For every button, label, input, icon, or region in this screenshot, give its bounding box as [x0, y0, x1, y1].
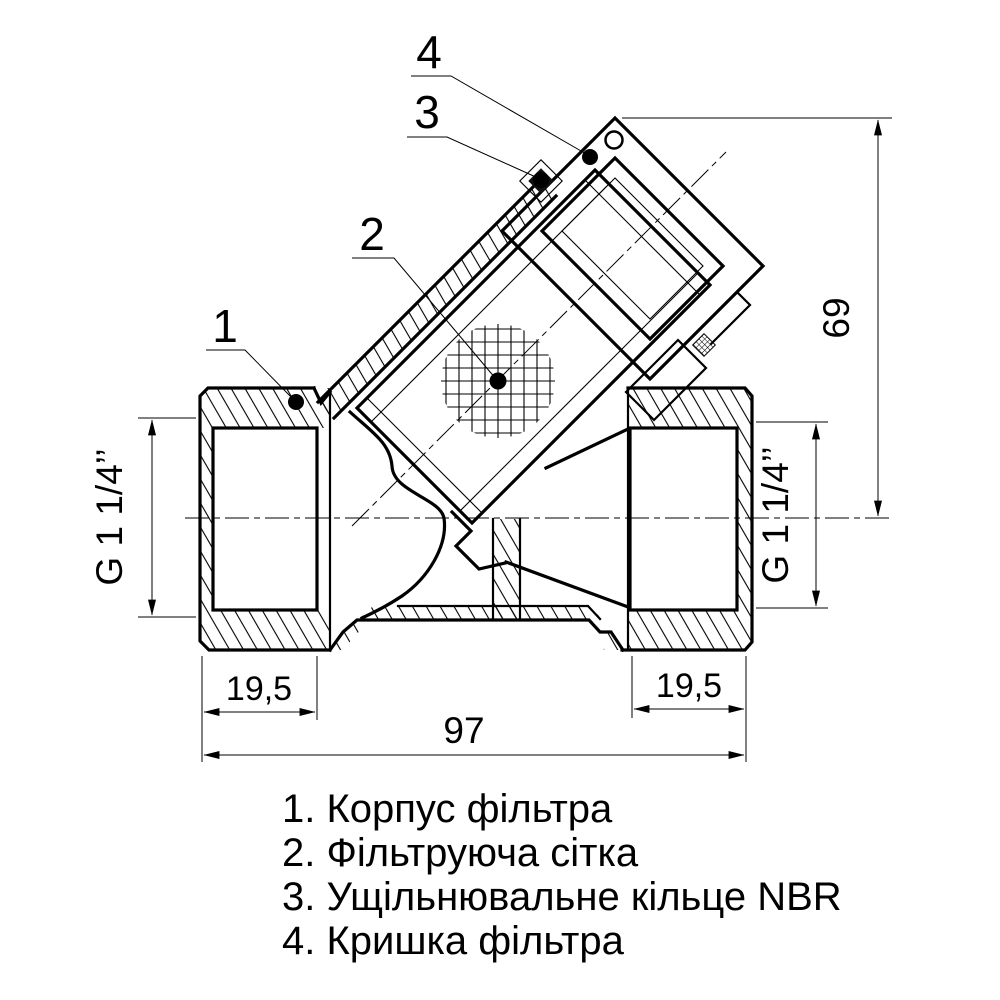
legend: 1. Корпус фільтра 2. Фільтруюча сітка 3.…	[282, 787, 842, 963]
callout-4-leader	[411, 75, 589, 156]
cartridge-outline	[354, 167, 713, 526]
legend-item-4: 4. Кришка фільтра	[282, 919, 625, 963]
dimension-port-right: 19,5	[631, 656, 747, 762]
dimension-thread-left: G 1 1/4’’	[89, 417, 196, 618]
dimension-port-left: 19,5	[201, 656, 318, 762]
branch-wall-outer	[315, 177, 543, 405]
central-step-right-hatch	[600, 632, 623, 650]
callout-3-dot	[533, 172, 549, 188]
filter-cap-outline	[499, 115, 766, 382]
filter-body	[198, 177, 754, 653]
filter-cap	[499, 115, 766, 382]
callout-3-number: 3	[414, 86, 440, 138]
legend-item-1: 1. Корпус фільтра	[282, 787, 613, 831]
filter-cartridge	[354, 167, 713, 526]
outlet-funnel-bottom	[503, 559, 631, 610]
cap-hole	[604, 130, 624, 150]
callout-2-leader	[352, 257, 497, 380]
callout-1-leader	[206, 349, 294, 400]
central-bottom-profile	[327, 618, 626, 653]
callout-4-dot	[582, 149, 598, 165]
callout-4-number: 4	[416, 26, 442, 78]
callout-3-leader	[407, 136, 539, 179]
filter-cap-socket	[539, 155, 726, 342]
callout-3: 3	[407, 86, 549, 188]
branch-axis-centerline	[351, 151, 727, 527]
callout-2: 2	[352, 208, 507, 390]
outlet-wall-hatch	[493, 519, 520, 618]
dim-label-thread-right: G 1 1/4’’	[755, 446, 796, 583]
o-ring-seal	[519, 159, 717, 358]
strainer-bowl	[347, 409, 447, 621]
dim-label-height: 69	[816, 297, 857, 338]
cartridge-end-line-2	[584, 179, 701, 296]
right-port-outline	[620, 386, 754, 652]
callout-1-dot	[288, 394, 304, 410]
o-ring-section-2	[691, 332, 717, 358]
right-port-wall-hatch	[628, 388, 752, 650]
outlet-funnel-top	[543, 426, 631, 471]
dimension-thread-right: G 1 1/4’’	[755, 421, 828, 609]
left-port-bore	[211, 426, 319, 612]
branch-wall-hatch	[318, 180, 556, 418]
centerlines	[185, 151, 892, 527]
dimension-total-length: 97	[203, 710, 745, 759]
cartridge-inner-wall-2	[459, 272, 699, 512]
cartridge-inner-wall-1	[370, 185, 608, 423]
central-step-left-hatch	[330, 620, 364, 650]
callout-2-number: 2	[359, 208, 385, 260]
callout-4: 4	[411, 26, 598, 165]
branch-wall-inner	[331, 193, 559, 421]
dim-label-port-left: 19,5	[226, 670, 292, 708]
central-inner-bottom	[396, 604, 602, 621]
callout-2-dot	[489, 372, 507, 390]
filter-cap-step-edge	[709, 270, 759, 346]
legend-item-2: 2. Фільтруюча сітка	[282, 831, 639, 875]
dim-label-port-right: 19,5	[656, 667, 722, 705]
dimension-height-69: 69	[622, 117, 892, 517]
cartridge-end-line-1	[366, 397, 483, 514]
legend-item-3: 3. Ущільнювальне кільце NBR	[282, 875, 842, 919]
dim-label-total-length: 97	[443, 710, 484, 751]
callout-1: 1	[206, 300, 304, 410]
callout-1-number: 1	[212, 300, 238, 352]
dim-label-thread-left: G 1 1/4’’	[89, 448, 130, 585]
right-port-bore	[628, 426, 739, 612]
left-port-wall-hatch	[200, 388, 330, 650]
central-bottom-hatch	[358, 607, 606, 620]
filter-cap-socket-step	[561, 177, 704, 320]
o-ring-pocket	[519, 159, 563, 203]
valve-seat	[449, 509, 507, 571]
